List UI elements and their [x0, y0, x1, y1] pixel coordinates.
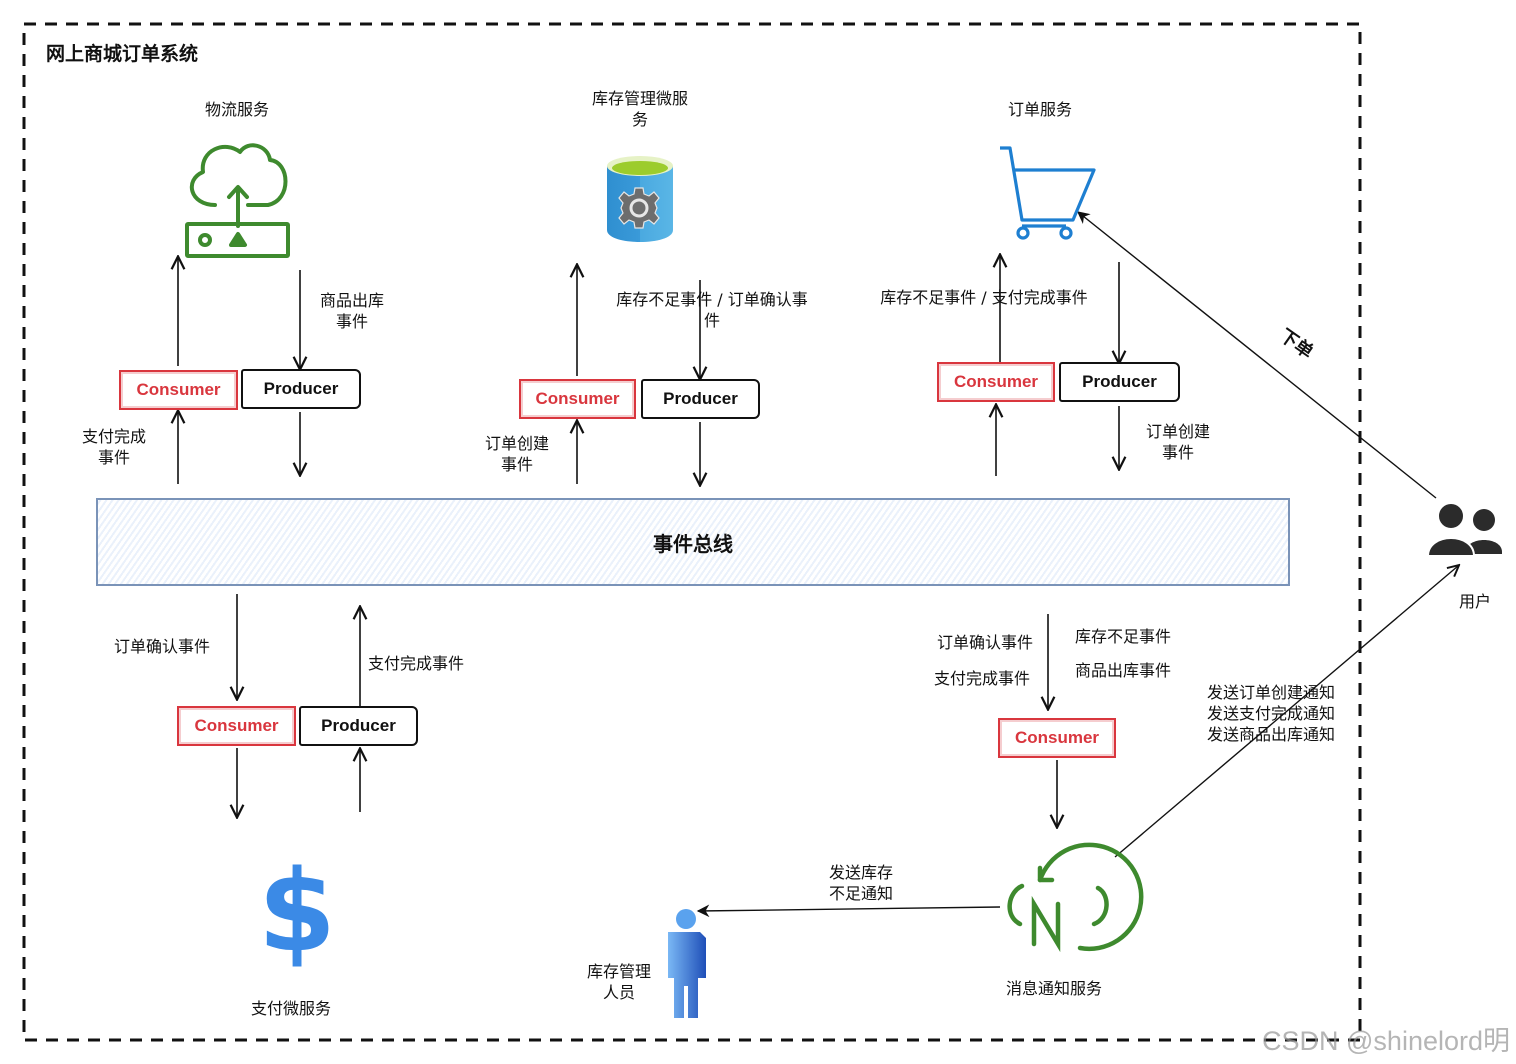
order-out-event-label: 订单创建 事件 [1145, 422, 1210, 462]
payment-out-event-label: 支付完成事件 [367, 654, 464, 673]
notify-in-event-3: 库存不足事件 [1074, 627, 1171, 646]
payment-consumer[interactable]: Consumer [177, 706, 296, 746]
payment-producer[interactable]: Producer [299, 706, 418, 746]
shopping-cart-icon [1000, 146, 1096, 240]
inventory-producer[interactable]: Producer [641, 379, 760, 419]
event-bus: 事件总线 [96, 498, 1290, 586]
arrow-user-place-order [1077, 211, 1437, 499]
order-service-label: 订单服务 [1007, 100, 1072, 119]
order-producer[interactable]: Producer [1059, 362, 1180, 402]
inventory-service-label: 库存管理微服 务 [591, 89, 688, 129]
inventory-manager-label: 库存管理 人员 [586, 962, 651, 1002]
payment-dollar-icon: $ [258, 847, 336, 977]
arrow-notify-to-manager [696, 904, 1001, 918]
notification-service-icon [1007, 842, 1144, 953]
inventory-database-gear-icon [607, 156, 673, 242]
inventory-out-event-label: 库存不足事件 / 订单确认事 件 [616, 290, 808, 330]
user-label: 用户 [1458, 592, 1491, 611]
logistics-cloud-upload-icon [185, 143, 290, 258]
notify-user-label-1: 发送订单创建通知 [1207, 683, 1336, 702]
logistics-consumer[interactable]: Consumer [119, 370, 238, 410]
event-bus-label: 事件总线 [653, 531, 733, 556]
inventory-manager-person-icon [668, 909, 706, 1018]
order-consumer[interactable]: Consumer [937, 362, 1055, 402]
notify-manager-label: 发送库存 不足通知 [828, 863, 893, 903]
order-in-event-label: 库存不足事件 / 支付完成事件 [880, 288, 1088, 307]
notify-user-label-3: 发送商品出库通知 [1207, 725, 1336, 744]
logistics-service-label: 物流服务 [204, 100, 269, 119]
notify-in-event-4: 商品出库事件 [1074, 661, 1171, 680]
logistics-producer[interactable]: Producer [241, 369, 361, 409]
notification-service-label: 消息通知服务 [1005, 979, 1102, 998]
payment-service-label: 支付微服务 [250, 999, 331, 1018]
notify-user-label-2: 发送支付完成通知 [1207, 704, 1336, 723]
logistics-in-event-label: 支付完成 事件 [81, 427, 146, 467]
arrow-notify-to-user [1114, 566, 1458, 858]
payment-in-event-label: 订单确认事件 [113, 637, 210, 656]
inventory-consumer[interactable]: Consumer [519, 379, 636, 419]
inventory-in-event-label: 订单创建 事件 [484, 434, 549, 474]
notification-consumer[interactable]: Consumer [998, 718, 1116, 758]
user-group-icon [1426, 502, 1502, 557]
system-title: 网上商城订单系统 [46, 43, 199, 65]
notify-in-event-2: 支付完成事件 [933, 669, 1030, 688]
watermark: CSDN @shinelord明 [1262, 1026, 1510, 1056]
notify-in-event-1: 订单确认事件 [936, 633, 1033, 652]
logistics-out-event-label: 商品出库 事件 [319, 291, 384, 331]
